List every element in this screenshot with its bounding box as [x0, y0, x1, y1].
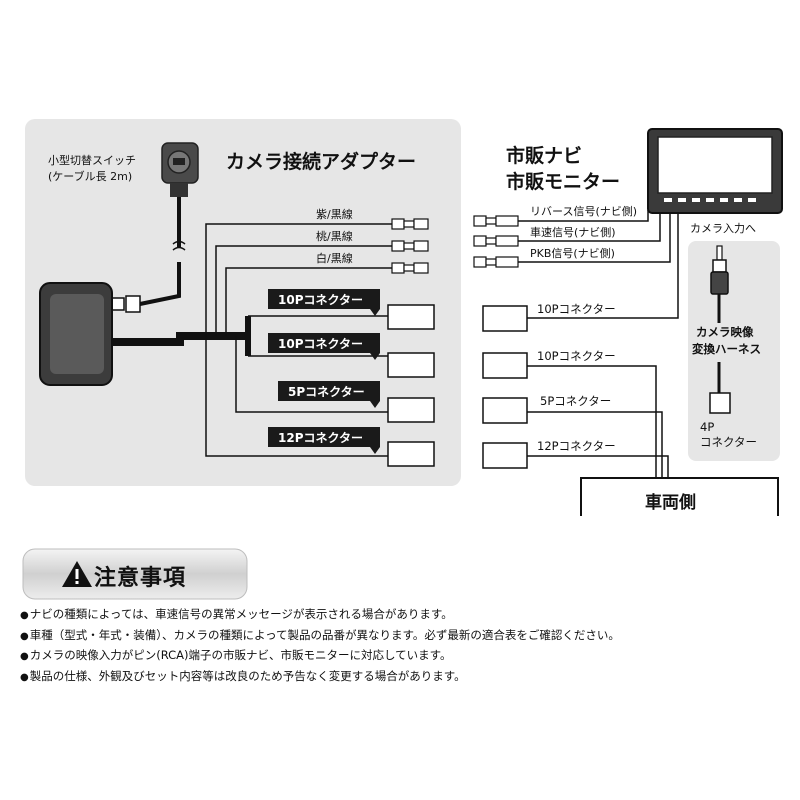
navi-wires [518, 210, 679, 478]
vehicle-side-label: 車両側 [645, 492, 696, 513]
monitor-title: 市販モニター [506, 170, 620, 193]
navi-connector-label: 12Pコネクター [537, 439, 616, 453]
4p-connector-label: 4P [700, 420, 714, 434]
wiring-diagram: カメラ接続アダプター 小型切替スイッチ (ケーブル長 2m) 紫/黒線 桃/黒線… [25, 119, 783, 516]
adapter-connector-label: 5Pコネクター [288, 385, 365, 399]
adapter-terminal-icon [391, 218, 429, 274]
adapter-wires [205, 223, 392, 457]
navi-connector-label: 10Pコネクター [537, 349, 616, 363]
4p-connector-label-2: コネクター [700, 435, 757, 449]
switch-icon [161, 142, 199, 197]
navi-connector-label: 10Pコネクター [537, 302, 616, 316]
navi-title: 市販ナビ [506, 144, 582, 167]
adapter-connector-label: 10Pコネクター [278, 337, 363, 351]
camera-input-label: カメラ入力へ [690, 222, 756, 235]
notice-item: 車種（型式・年式・装備）、カメラの種類によって製品の品番が異なります。必ず最新の… [20, 626, 790, 647]
adapter-connector-label: 12Pコネクター [278, 431, 363, 445]
adapter-connector-tag [268, 289, 380, 454]
switch-cable [139, 197, 181, 306]
notice-item: カメラの映像入力がピン(RCA)端子の市販ナビ、市販モニターに対応しています。 [20, 646, 790, 667]
navi-connector-box [482, 305, 528, 469]
notice-item: ナビの種類によっては、車速信号の異常メッセージが表示される場合があります。 [20, 605, 790, 626]
pkb-signal-label: PKB信号(ナビ側) [530, 247, 615, 260]
notice-title: 注意事項 [94, 566, 187, 591]
switch-cable-length: (ケーブル長 2m) [48, 169, 132, 183]
switch-label: 小型切替スイッチ [48, 153, 136, 167]
4p-connector-box [709, 392, 731, 414]
main-cable [112, 332, 248, 346]
harness-label: カメラ映像 [696, 325, 754, 339]
notice-list: ナビの種類によっては、車速信号の異常メッセージが表示される場合があります。 車種… [20, 605, 790, 687]
adapter-connector-box [387, 304, 435, 467]
adapter-connector-label: 10Pコネクター [278, 293, 363, 307]
notice-item: 製品の仕様、外観及びセット内容等は改良のため予告なく変更する場合があります。 [20, 667, 790, 688]
adapter-title: カメラ接続アダプター [226, 150, 416, 173]
reverse-signal-label: リバース信号(ナビ側) [530, 205, 637, 218]
speed-signal-label: 車速信号(ナビ側) [530, 225, 616, 239]
wire-label-white: 白/黒線 [316, 251, 353, 265]
monitor-icon [647, 128, 783, 214]
navi-connector-label: 5Pコネクター [540, 394, 611, 408]
wire-label-purple: 紫/黒線 [316, 207, 353, 221]
warning-icon [62, 561, 92, 587]
vehicle-side-box [580, 477, 779, 516]
notice-banner [22, 548, 248, 600]
switch-plug [125, 295, 141, 313]
adapter-box-icon [39, 282, 113, 386]
harness-label-2: 変換ハーネス [692, 342, 761, 356]
wire-label-pink: 桃/黒線 [316, 229, 353, 243]
rca-plug-icon [710, 245, 729, 295]
navi-terminal-icon [473, 215, 519, 268]
